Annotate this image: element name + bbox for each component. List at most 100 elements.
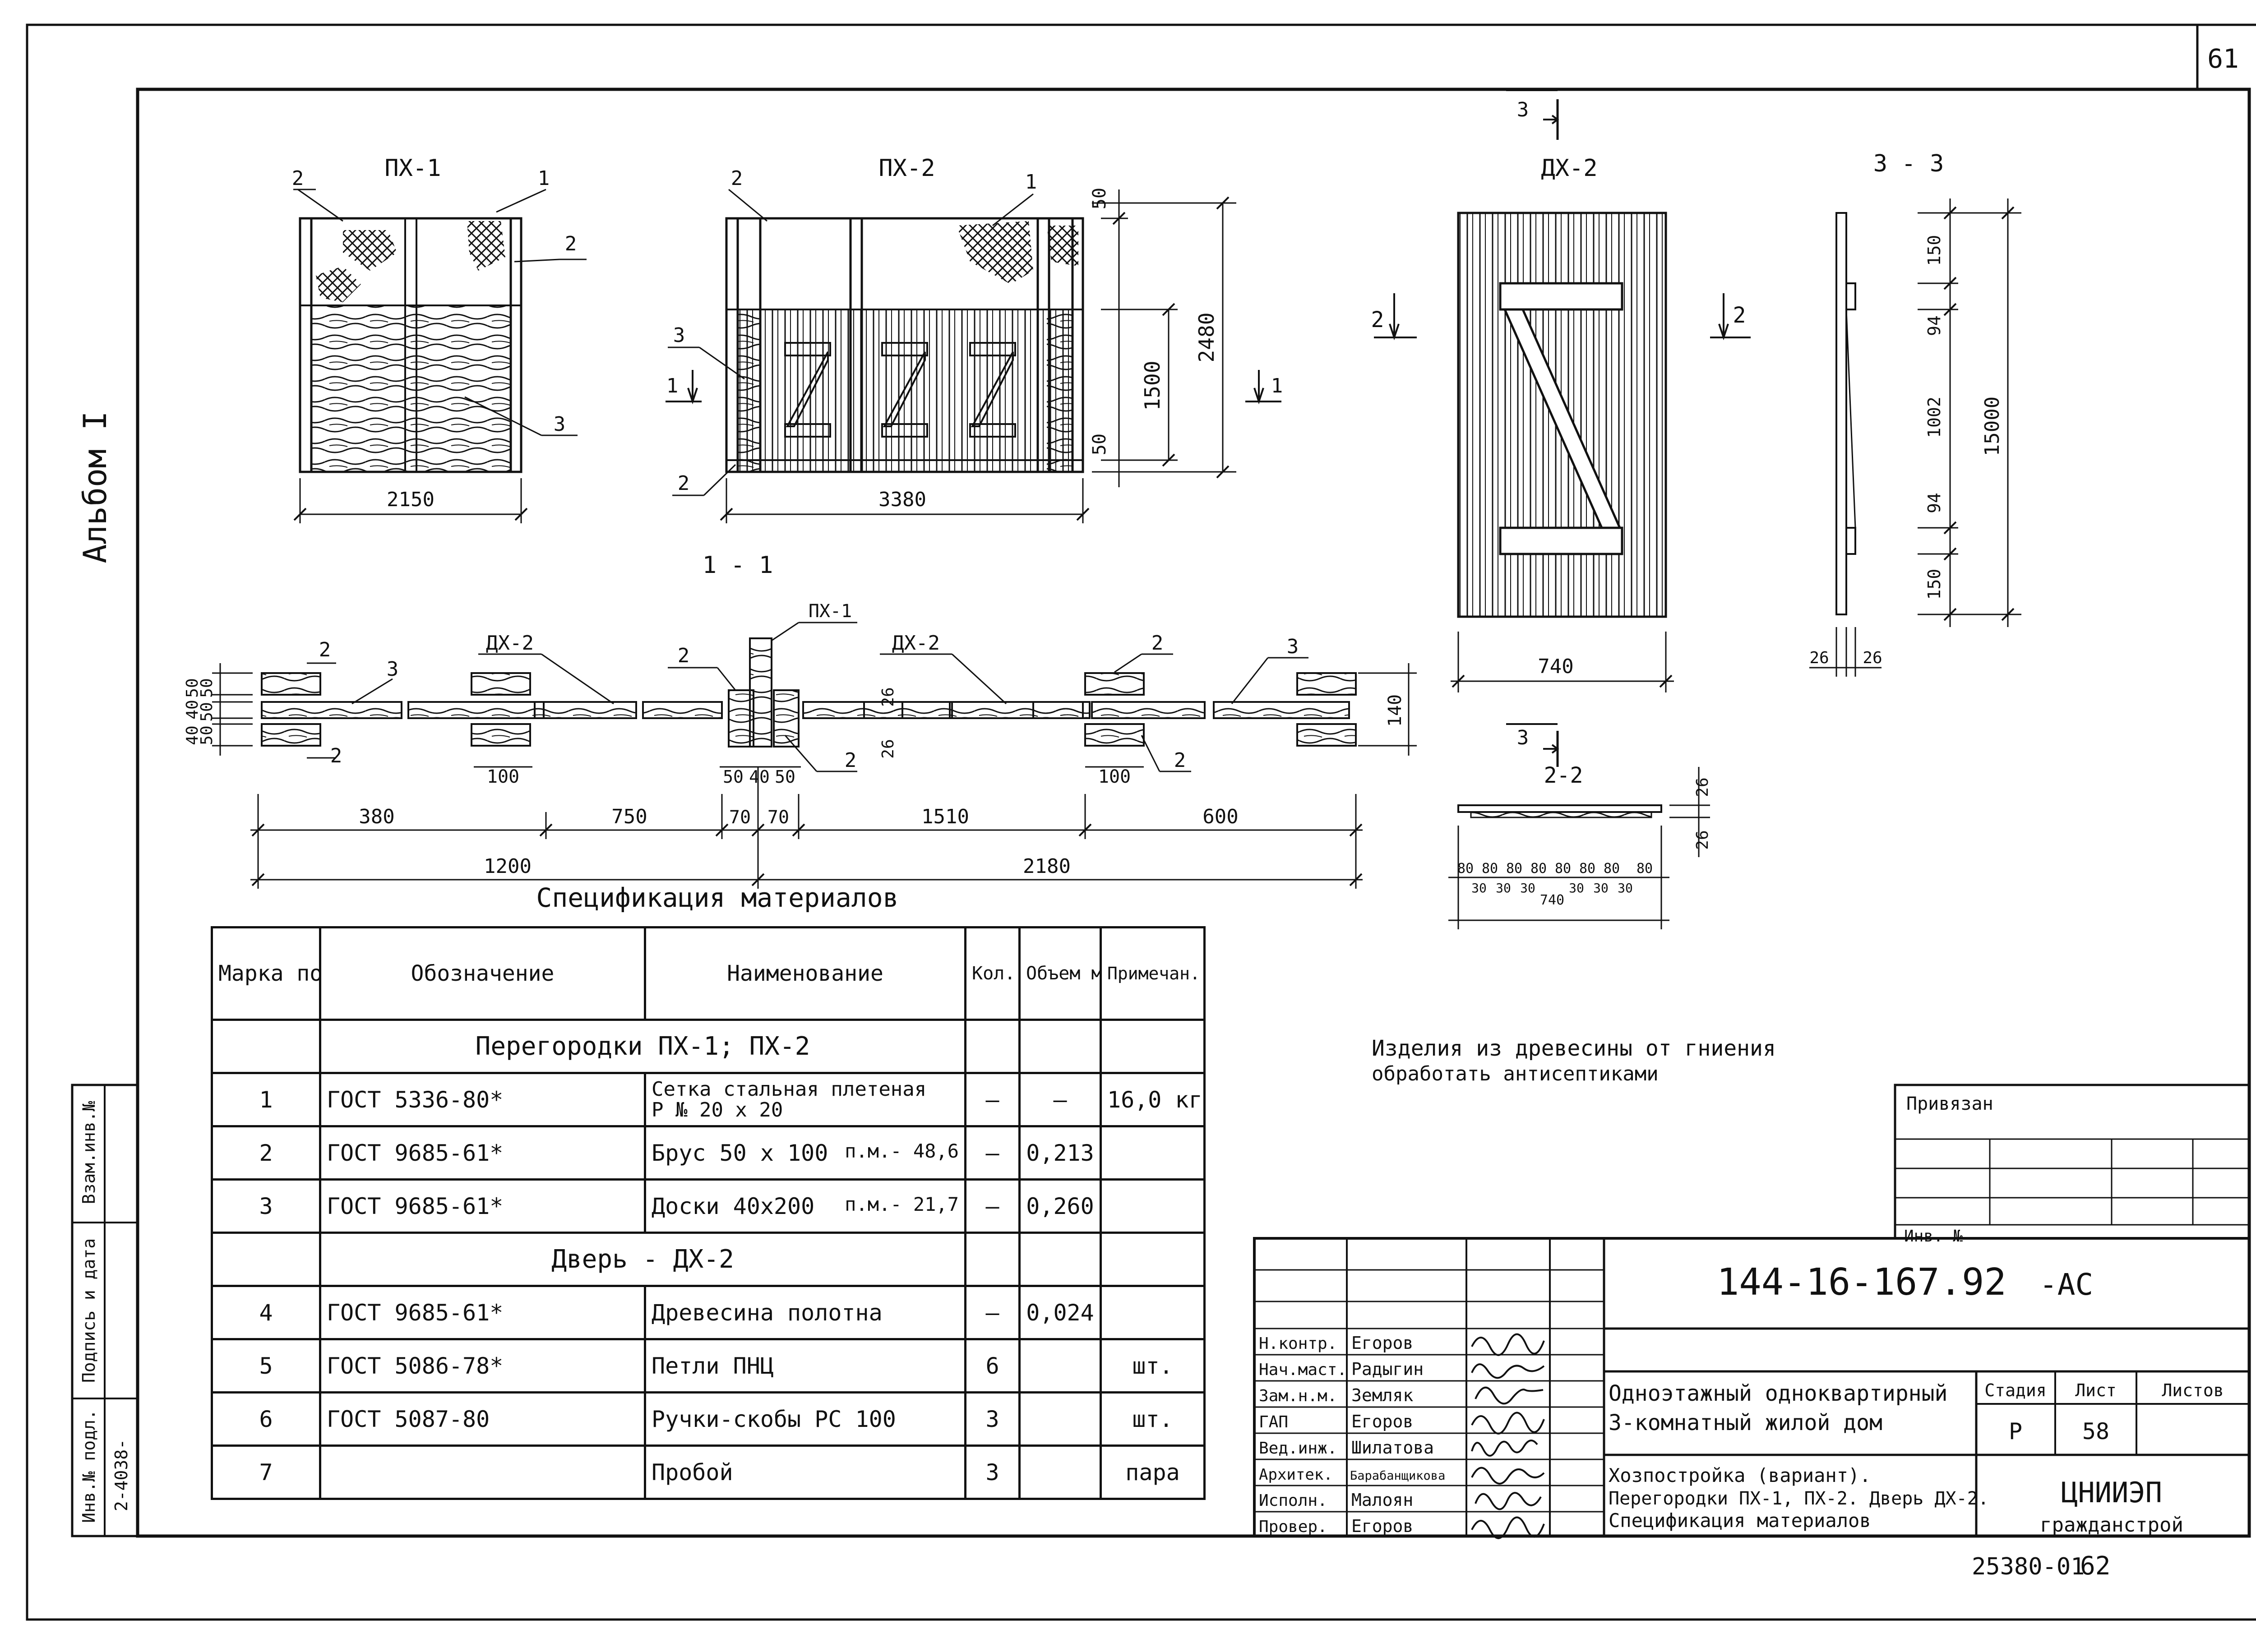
svg-text:Лист: Лист	[2075, 1380, 2117, 1400]
svg-text:50: 50	[198, 702, 216, 721]
svg-text:ДХ-2: ДХ-2	[486, 632, 534, 655]
svg-text:2: 2	[319, 638, 331, 661]
col-note: Примечан.	[1100, 926, 1206, 1021]
svg-text:50: 50	[1089, 188, 1110, 209]
svg-text:Егоров: Егоров	[1351, 1412, 1413, 1431]
svg-text:3: 3	[1517, 98, 1529, 121]
view-section-2-2: 3 2-2 26 26 80 80 80 80 80 80 80 80 30 3…	[1448, 723, 1712, 929]
view-section-1-1: 1 - 1 2 2 3 ДХ-2	[183, 552, 1417, 889]
svg-text:Перегородки ПХ-1, ПХ-2. Дверь: Перегородки ПХ-1, ПХ-2. Дверь ДХ-2.	[1609, 1488, 1989, 1509]
view-px1: ПХ-1 2 1 2 3 2150	[292, 155, 587, 523]
px1-width: 2150	[387, 488, 435, 511]
svg-text:2: 2	[678, 644, 690, 667]
svg-text:Зам.н.м.: Зам.н.м.	[1259, 1387, 1337, 1405]
svg-text:50: 50	[198, 678, 216, 697]
svg-text:Привязан: Привязан	[1906, 1094, 1993, 1114]
svg-text:Одноэтажный одноквартирный: Одноэтажный одноквартирный	[1609, 1381, 1947, 1406]
svg-text:2: 2	[330, 744, 342, 767]
svg-text:70: 70	[729, 807, 751, 828]
svg-text:1: 1	[538, 167, 550, 190]
svg-text:80: 80	[1457, 861, 1474, 877]
svg-text:26: 26	[1809, 649, 1829, 667]
view-section-3-3: 3 - 3 150 94 1002 94 150 15000 26 26	[1809, 150, 2021, 677]
svg-text:Радыгин: Радыгин	[1351, 1359, 1424, 1379]
svg-text:Барабанщикова: Барабанщикова	[1350, 1469, 1445, 1483]
svg-text:Подпись и дата: Подпись и дата	[79, 1238, 99, 1383]
svg-text:3 - 3: 3 - 3	[1873, 150, 1944, 177]
svg-text:Н.контр.: Н.контр.	[1259, 1334, 1337, 1353]
svg-text:3: 3	[554, 413, 566, 436]
svg-text:80: 80	[1604, 861, 1620, 877]
svg-text:1510: 1510	[921, 805, 969, 828]
svg-text:50: 50	[775, 767, 795, 787]
spec-table: Марка поз Обозначение Наименование Кол. …	[211, 926, 1206, 1500]
svg-text:2: 2	[1733, 303, 1746, 328]
page-number: 61	[2207, 43, 2239, 74]
svg-text:Инв. №: Инв. №	[1904, 1227, 1963, 1246]
svg-text:2: 2	[565, 232, 577, 255]
svg-text:1 - 1: 1 - 1	[703, 552, 773, 579]
svg-text:1500: 1500	[1140, 361, 1165, 411]
svg-text:15000: 15000	[1981, 397, 2004, 456]
svg-text:26: 26	[1693, 830, 1712, 849]
svg-text:ДХ-2: ДХ-2	[892, 632, 940, 655]
svg-text:2480: 2480	[1194, 313, 1219, 363]
svg-text:40: 40	[749, 767, 770, 787]
bottom-page: 62	[2080, 1551, 2110, 1581]
table-row: 5 ГОСТ 5086-78* Петли ПНЦ 6 шт.	[211, 1338, 1206, 1394]
svg-text:2: 2	[678, 472, 690, 495]
svg-text:26: 26	[1693, 777, 1712, 797]
svg-text:80: 80	[1506, 861, 1522, 877]
svg-text:2: 2	[1371, 307, 1384, 332]
note-line2: обработать антисептиками	[1372, 1062, 1659, 1085]
svg-text:ГАП: ГАП	[1259, 1413, 1288, 1431]
svg-text:1: 1	[1025, 171, 1037, 194]
col-mark: Марка поз	[211, 926, 321, 1021]
svg-text:40: 40	[183, 700, 202, 719]
table-row: 6 ГОСТ 5087-80 Ручки-скобы РС 100 3 шт.	[211, 1391, 1206, 1447]
svg-text:3: 3	[1287, 635, 1299, 658]
dx2-width: 740	[1538, 655, 1573, 678]
signature-marks	[1471, 1333, 1545, 1539]
svg-text:2: 2	[1174, 749, 1186, 772]
outer-frame	[26, 23, 2256, 1621]
group-row: Перегородки ПХ-1; ПХ-2	[211, 1019, 1206, 1074]
svg-text:50: 50	[183, 678, 202, 697]
svg-text:50: 50	[1089, 434, 1110, 455]
svg-text:Стадия: Стадия	[1984, 1380, 2046, 1400]
svg-text:1: 1	[666, 374, 679, 397]
svg-text:Земляк: Земляк	[1351, 1385, 1413, 1405]
svg-text:3: 3	[1517, 726, 1529, 749]
svg-text:30: 30	[1471, 881, 1487, 895]
svg-text:50: 50	[198, 725, 216, 745]
svg-text:гражданстрой: гражданстрой	[2040, 1514, 2183, 1537]
svg-text:94: 94	[1924, 493, 1944, 513]
svg-text:Инв.№ подл.: Инв.№ подл.	[79, 1409, 99, 1523]
svg-text:2: 2	[731, 167, 743, 190]
svg-text:150: 150	[1924, 569, 1944, 600]
svg-text:750: 750	[611, 805, 647, 828]
col-volume: Объем м³	[1018, 926, 1102, 1021]
svg-text:30: 30	[1569, 881, 1584, 895]
svg-text:Архитек.: Архитек.	[1259, 1466, 1333, 1484]
svg-text:1200: 1200	[484, 855, 532, 878]
title-block: Привязан Инв. № Н.контр. Егоров Нач.маст…	[1253, 1084, 2251, 1539]
table-row: 7 Пробой 3 пара	[211, 1444, 1206, 1500]
col-qty: Кол.	[964, 926, 1021, 1021]
svg-text:1002: 1002	[1924, 397, 1944, 438]
svg-text:40: 40	[183, 725, 202, 745]
svg-text:2-4038-: 2-4038-	[111, 1439, 131, 1511]
svg-text:Провер.: Провер.	[1259, 1518, 1327, 1536]
svg-text:80: 80	[1530, 861, 1547, 877]
svg-text:ЦНИИЭП: ЦНИИЭП	[2061, 1476, 2162, 1509]
svg-text:2180: 2180	[1023, 855, 1071, 878]
px2-title: ПХ-2	[878, 155, 935, 182]
svg-text:80: 80	[1482, 861, 1498, 877]
group-row: Дверь - ДХ-2	[211, 1232, 1206, 1287]
svg-text:Нач.маст.: Нач.маст.	[1259, 1361, 1347, 1379]
svg-text:3: 3	[673, 324, 685, 347]
svg-text:94: 94	[1924, 315, 1944, 336]
svg-text:Исполн.: Исполн.	[1259, 1491, 1327, 1510]
col-designation: Обозначение	[319, 926, 646, 1021]
